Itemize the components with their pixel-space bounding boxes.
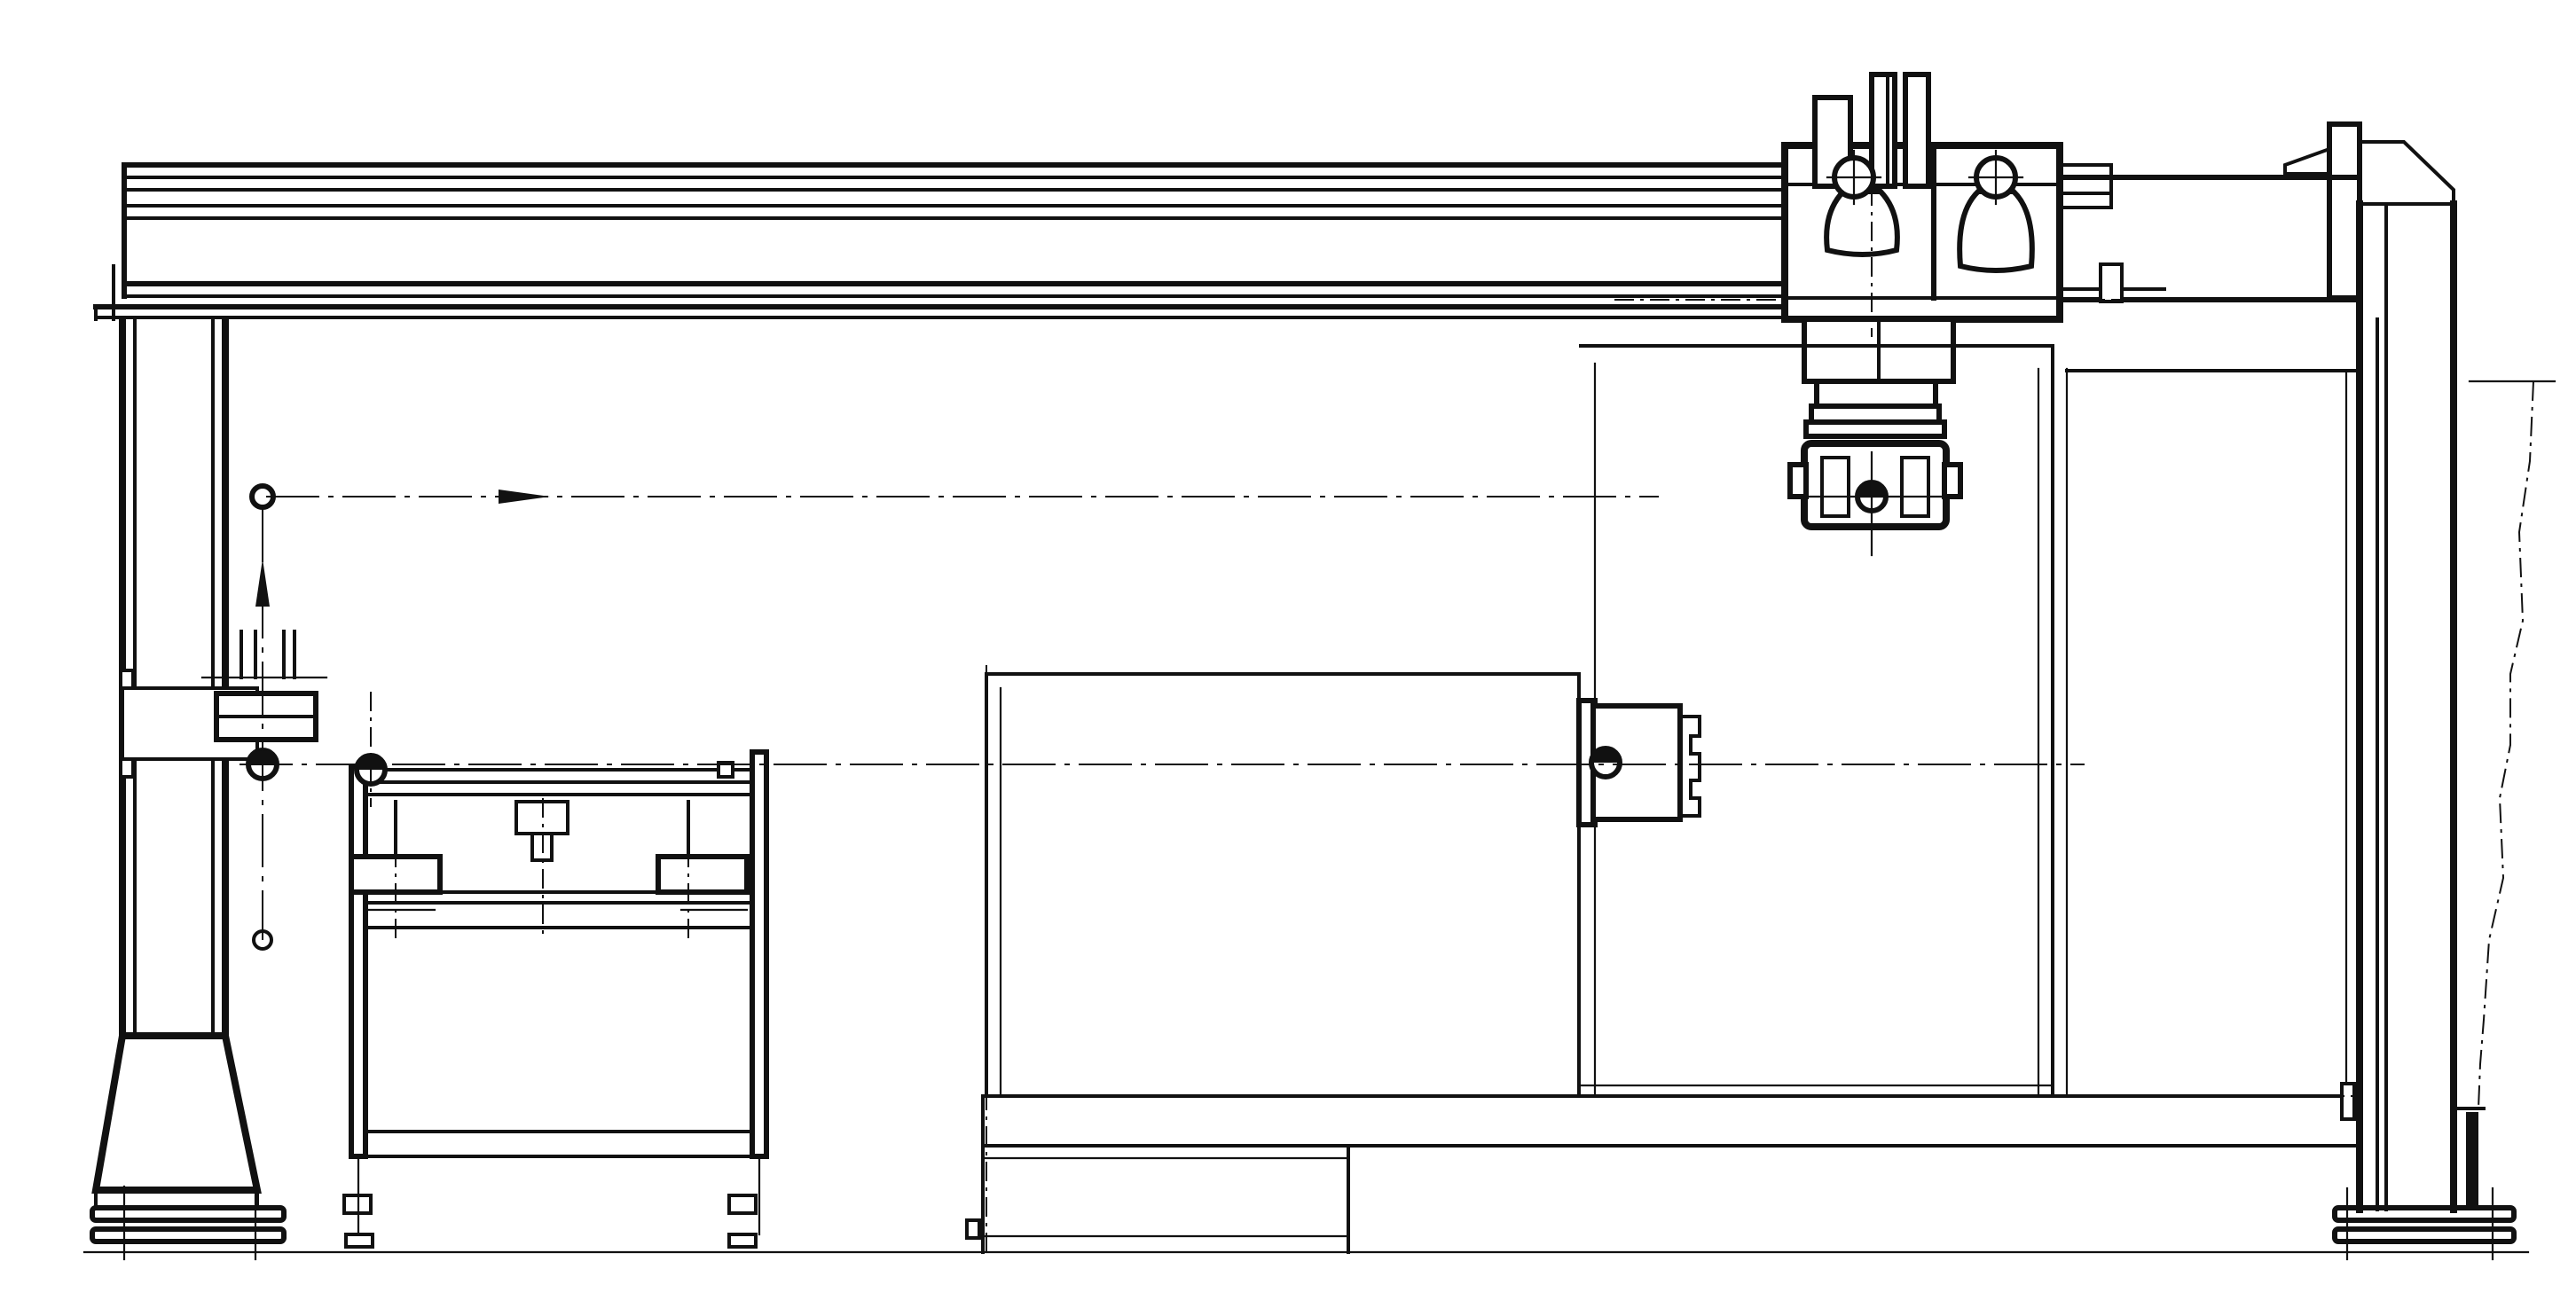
machine-base [965, 1082, 2361, 1254]
right-column [2283, 121, 2556, 1261]
carriage [1781, 72, 2063, 323]
left-column [90, 316, 287, 1261]
pallet-table [342, 749, 769, 1249]
center-lines [240, 151, 2360, 1252]
column-lift-holder [200, 483, 328, 951]
machine-tool-housing [985, 344, 2361, 1098]
gripper [1787, 317, 1963, 557]
tool-chuck [1576, 698, 1701, 827]
